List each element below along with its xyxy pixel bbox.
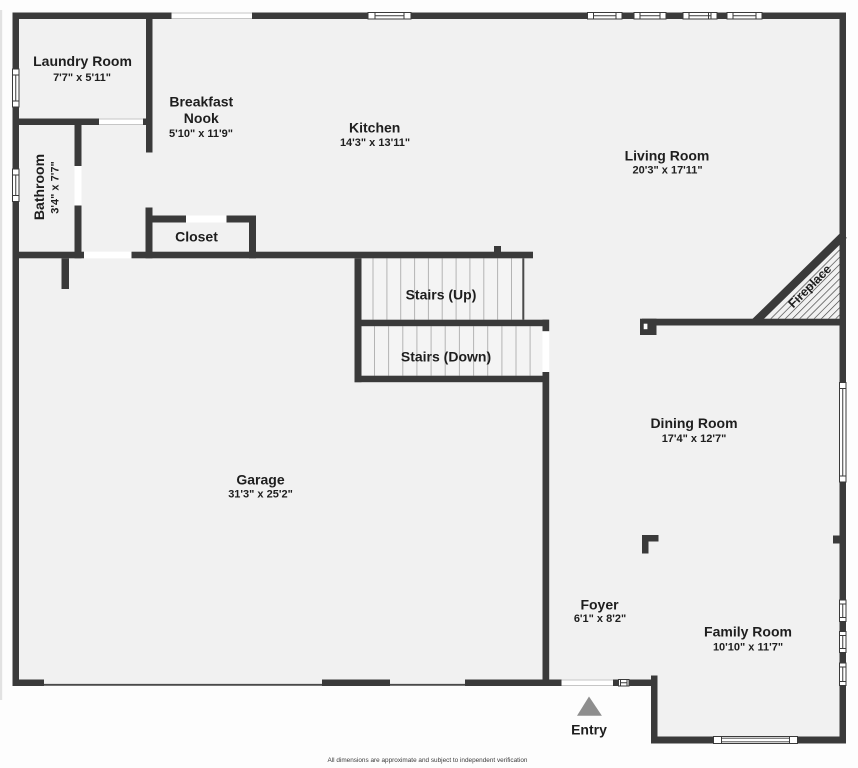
- svg-text:Entry: Entry: [571, 722, 607, 738]
- svg-text:All dimensions are approximate: All dimensions are approximate and subje…: [327, 757, 527, 764]
- svg-text:Closet: Closet: [175, 229, 218, 245]
- svg-text:Foyer: Foyer: [580, 597, 619, 613]
- svg-text:7'7" x 5'11": 7'7" x 5'11": [53, 72, 111, 84]
- svg-text:Stairs (Down): Stairs (Down): [401, 349, 491, 365]
- svg-text:31'3" x 25'2": 31'3" x 25'2": [228, 489, 293, 501]
- svg-text:Living Room: Living Room: [625, 147, 710, 163]
- svg-text:Dining Room: Dining Room: [650, 415, 737, 431]
- svg-text:3'4" x 7'7": 3'4" x 7'7": [50, 161, 62, 213]
- svg-text:20'3" x 17'11": 20'3" x 17'11": [633, 164, 703, 176]
- svg-text:Bathroom: Bathroom: [31, 154, 47, 220]
- svg-text:Family Room: Family Room: [704, 624, 792, 640]
- svg-text:6'1" x 8'2": 6'1" x 8'2": [574, 613, 626, 625]
- svg-text:Stairs (Up): Stairs (Up): [406, 287, 477, 303]
- svg-text:Breakfast: Breakfast: [169, 94, 233, 110]
- svg-text:5'10" x 11'9": 5'10" x 11'9": [169, 128, 233, 140]
- svg-text:17'4" x 12'7": 17'4" x 12'7": [662, 433, 727, 445]
- svg-text:Garage: Garage: [236, 472, 284, 488]
- svg-text:Laundry Room: Laundry Room: [33, 53, 132, 69]
- svg-text:14'3" x 13'11": 14'3" x 13'11": [340, 137, 410, 149]
- svg-text:Kitchen: Kitchen: [349, 120, 400, 136]
- svg-text:10'10" x 11'7": 10'10" x 11'7": [713, 642, 783, 654]
- svg-text:Nook: Nook: [184, 110, 219, 126]
